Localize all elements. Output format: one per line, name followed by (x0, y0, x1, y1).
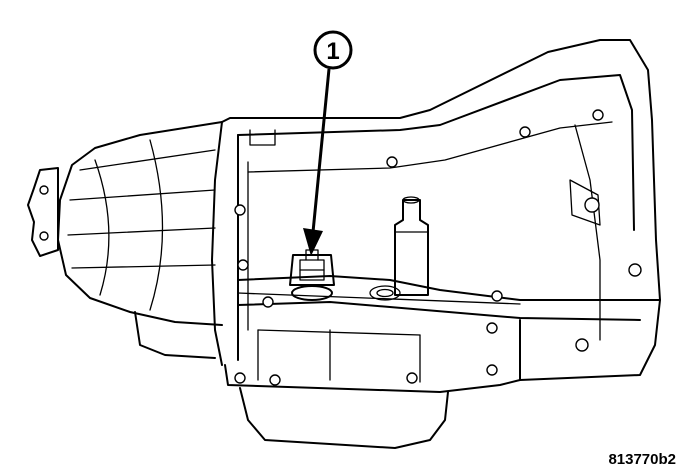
callout-number: 1 (326, 38, 339, 65)
transmission-range-sensor-connector (289, 249, 335, 301)
oil-pan-rail (237, 275, 661, 352)
extension-housing (57, 121, 223, 326)
extension-lower-skirt (134, 311, 216, 359)
arrowhead (303, 228, 323, 256)
leader-arrow (311, 68, 331, 233)
shift-shaft-post (394, 196, 429, 296)
transmission-case (211, 39, 661, 381)
pan-plug (369, 285, 401, 301)
callout-1: 1 (303, 30, 353, 256)
oil-pan (224, 319, 521, 449)
figure-id: 813770b2 (608, 451, 676, 468)
rear-mount-bracket (27, 167, 59, 257)
